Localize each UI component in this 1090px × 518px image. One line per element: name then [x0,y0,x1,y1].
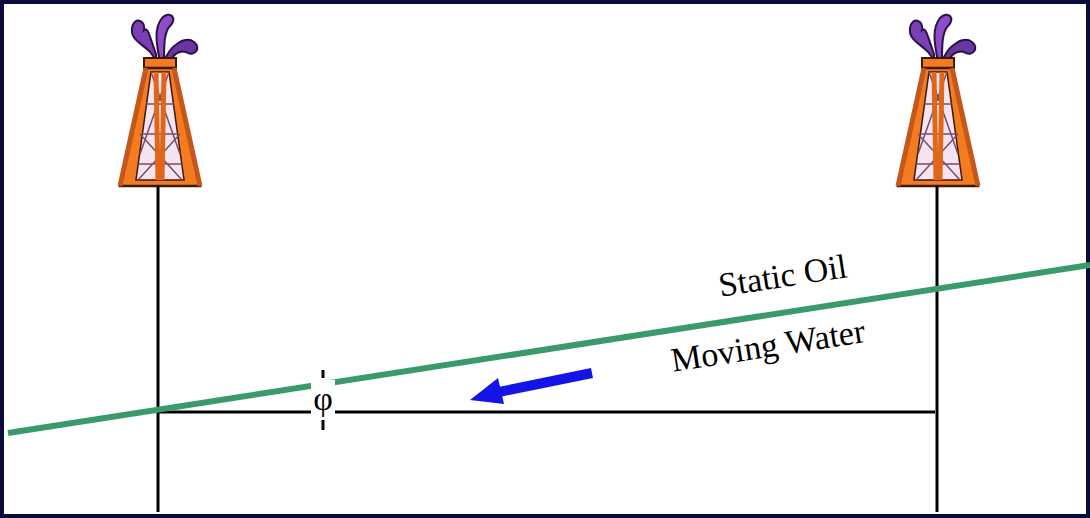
flow-arrowhead [470,378,504,404]
oil-derrick [898,15,978,186]
oil-water-contact [8,265,1090,433]
well-bore [936,186,939,512]
angle-tick [322,420,325,430]
horizontal-datum [158,411,935,414]
angle-tick [322,370,325,378]
flow-arrow [494,373,592,393]
oil-derrick [120,15,200,186]
angle-symbol: φ [311,380,335,417]
well-bore [157,186,160,512]
